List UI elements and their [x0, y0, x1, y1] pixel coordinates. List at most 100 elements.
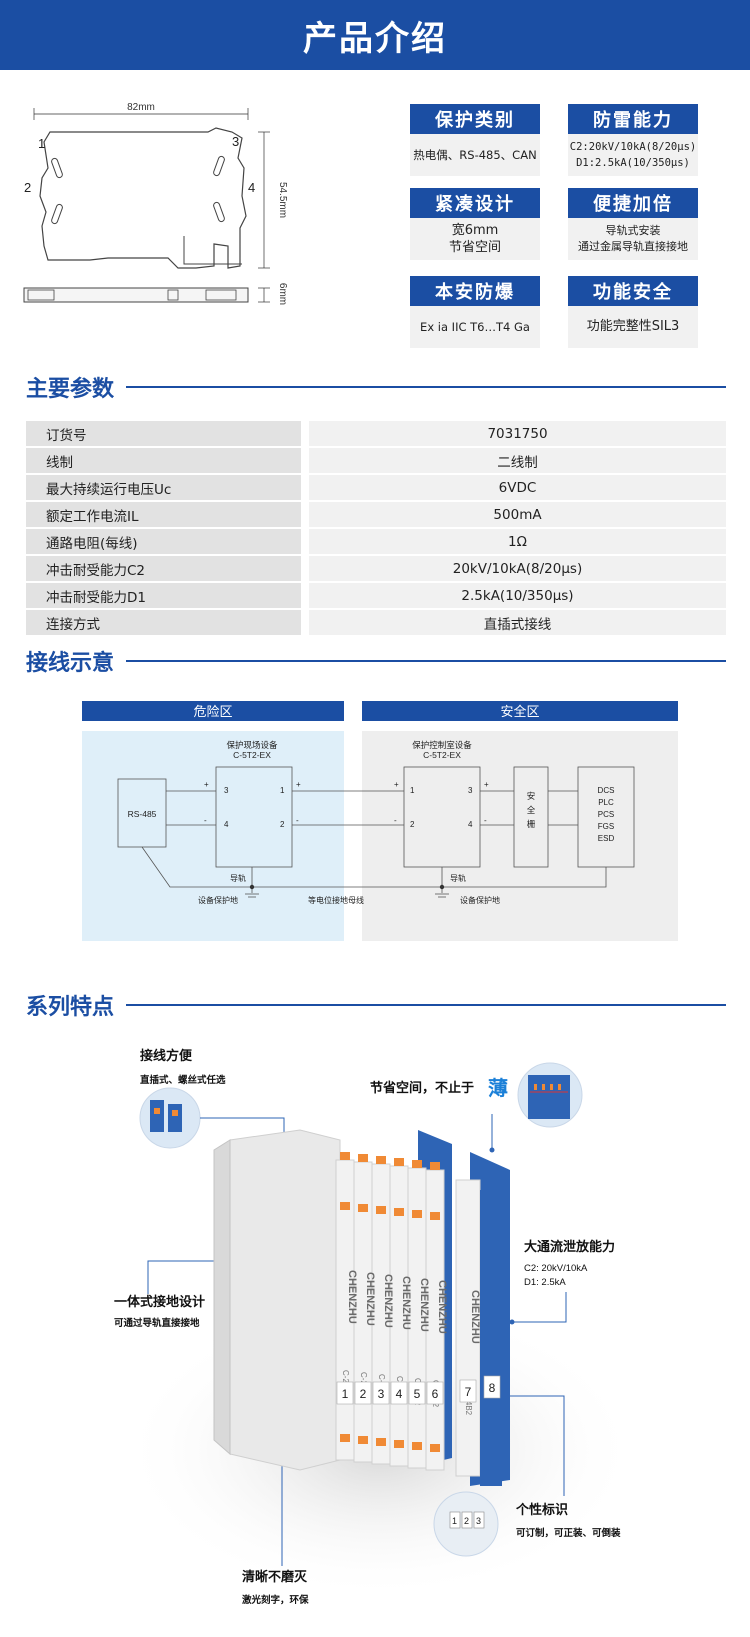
callout-wiring-desc: 直插式、螺丝式任选: [140, 1074, 226, 1086]
section-title: 接线示意: [26, 651, 115, 676]
product-illustration: 接线方便 直插式、螺丝式任选 节省空间，不止于 薄 一体式接地设计 可通过导轨直…: [0, 1040, 750, 1637]
param-value: 2.5kA(10/350μs): [309, 583, 726, 608]
module-number-label: 1: [342, 1387, 349, 1401]
module-brand: CHENZHU: [400, 1276, 412, 1330]
feature-title: 紧凑设计: [410, 188, 540, 218]
param-key: 最大持续运行电压Uc: [26, 475, 301, 500]
callout-discharge-d1: D1: 2.5kA: [524, 1277, 566, 1288]
module-brand: CHENZHU: [418, 1278, 430, 1332]
rail-label: 导轨: [450, 873, 466, 883]
table-row: 线制二线制: [26, 448, 726, 473]
param-key: 通路电阻(每线): [26, 529, 301, 554]
terminal-4-label: 4: [248, 180, 255, 195]
barrier-char: 安: [527, 791, 536, 801]
callout-laser-desc: 激光刻字，环保: [242, 1594, 309, 1606]
section-params-heading: 主要参数: [26, 372, 726, 402]
dcs-item: FGS: [598, 822, 614, 831]
section-series-heading: 系列特点: [26, 990, 726, 1020]
callout-wiring-title: 接线方便: [140, 1048, 193, 1063]
pin-label: 1: [280, 786, 285, 795]
section-divider: [126, 1004, 726, 1006]
plus-sign: +: [204, 780, 209, 789]
dcs-item: ESD: [598, 834, 615, 843]
minus-sign: -: [204, 816, 207, 825]
feature-line: D1:2.5kA(10/350μs): [576, 157, 690, 169]
feature-title: 防雷能力: [568, 104, 698, 134]
page-header: 产品介绍: [0, 0, 750, 70]
feature-line: 导轨式安装: [605, 224, 661, 237]
feature-line: 功能完整性SIL3: [586, 319, 680, 334]
callout-discharge-c2: C2: 20kV/10kA: [524, 1263, 588, 1274]
callout-discharge-title: 大通流泄放能力: [524, 1239, 615, 1254]
callout-space-accent: 薄: [488, 1076, 508, 1100]
module-brand: CHENZHU: [469, 1290, 481, 1344]
module-number-label: 6: [432, 1387, 439, 1401]
terminal-2-label: 2: [24, 180, 31, 195]
wiring-diagram: 危险区 安全区 保护现场设备 C-5T2-EX 3 4 1 2 RS-485 +…: [80, 701, 680, 941]
param-value: 7031750: [309, 421, 726, 446]
module-brand: CHENZHU: [382, 1274, 394, 1328]
module-number-label: 4: [396, 1387, 403, 1401]
feature-functional-safety: 功能安全 功能完整性SIL3: [568, 276, 698, 348]
ground-label: 等电位接地母线: [308, 895, 364, 905]
feature-body: 热电偶、RS-485、CAN: [410, 134, 540, 176]
callout-space-title: 节省空间，不止于: [370, 1080, 474, 1095]
zoom-label-digit: 3: [476, 1516, 481, 1526]
pin-label: 3: [468, 786, 473, 795]
ground-label: 设备保护地: [198, 895, 238, 905]
module-brand: CHENZHU: [364, 1272, 376, 1326]
param-value: 直插式接线: [309, 610, 726, 635]
pin-label: 2: [280, 820, 285, 829]
terminal-3-label: 3: [232, 134, 239, 149]
feature-line: 节省空间: [448, 240, 501, 255]
feature-body: C2:20kV/10kA(8/20μs)D1:2.5kA(10/350μs): [568, 134, 698, 176]
pin-label: 4: [468, 820, 473, 829]
section-wiring-heading: 接线示意: [26, 646, 726, 676]
param-key: 线制: [26, 448, 301, 473]
feature-convenient: 便捷加倍 导轨式安装通过金属导轨直接接地: [568, 188, 698, 260]
section-title: 系列特点: [26, 995, 115, 1020]
barrier-char: 栅: [527, 819, 536, 829]
param-value: 1Ω: [309, 529, 726, 554]
feature-title: 本安防爆: [410, 276, 540, 306]
param-key: 冲击耐受能力C2: [26, 556, 301, 581]
param-value: 二线制: [309, 448, 726, 473]
plus-sign: +: [394, 780, 399, 789]
terminal-1-label: 1: [38, 136, 45, 151]
callout-ground-desc: 可通过导轨直接接地: [114, 1317, 200, 1329]
minus-sign: -: [296, 816, 299, 825]
feature-line: Ex ia IIC T6…T4 Ga: [420, 320, 530, 334]
callout-ground-title: 一体式接地设计: [114, 1294, 205, 1309]
pin-label: 3: [224, 786, 229, 795]
table-row: 连接方式直插式接线: [26, 610, 726, 635]
plus-sign: +: [296, 780, 301, 789]
section-divider: [126, 660, 726, 662]
callout-laser-title: 清晰不磨灭: [242, 1569, 308, 1584]
barrier-char: 全: [527, 805, 536, 815]
ctrl-device-title: 保护控制室设备: [412, 740, 472, 750]
field-device-model: C-5T2-EX: [233, 750, 271, 760]
rs485-label: RS-485: [128, 809, 157, 819]
minus-sign: -: [484, 816, 487, 825]
pin-label: 4: [224, 820, 229, 829]
dcs-item: PLC: [598, 798, 614, 807]
feature-body: Ex ia IIC T6…T4 Ga: [410, 306, 540, 348]
feature-line: 通过金属导轨直接接地: [578, 240, 688, 253]
thickness-label: 6mm: [277, 283, 288, 305]
dimension-drawing: 82mm 1 2 3 4 54.5mm 6mm: [18, 96, 318, 336]
wiring-svg: 危险区 安全区 保护现场设备 C-5T2-EX 3 4 1 2 RS-485 +…: [82, 701, 678, 941]
width-label: 82mm: [127, 102, 155, 113]
section-title: 主要参数: [26, 377, 115, 402]
module-number-label: 3: [378, 1387, 385, 1401]
param-value: 20kV/10kA(8/20μs): [309, 556, 726, 581]
dcs-item: PCS: [598, 810, 614, 819]
dimension-svg: 82mm 1 2 3 4 54.5mm 6mm: [23, 102, 288, 305]
plus-sign: +: [484, 780, 489, 789]
feature-protection-type: 保护类别 热电偶、RS-485、CAN: [410, 104, 540, 176]
feature-title: 保护类别: [410, 104, 540, 134]
